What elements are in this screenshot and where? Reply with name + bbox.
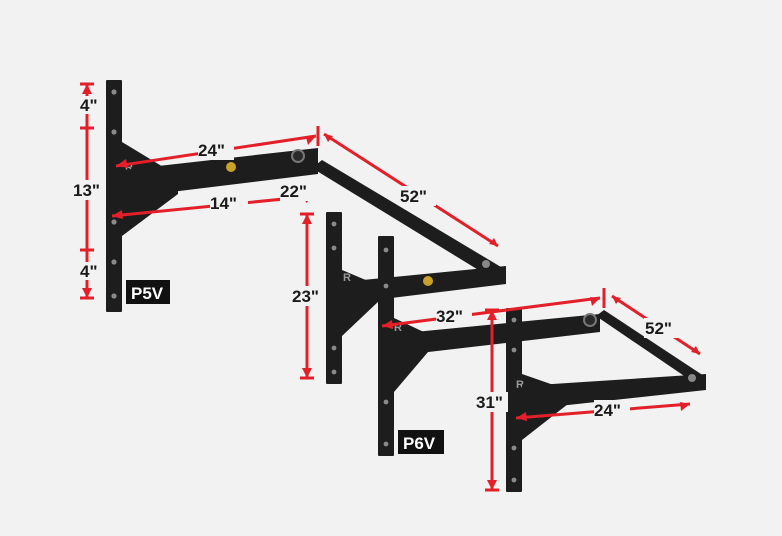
dimension-labels: 4" 13" 4" 24" 14" 22" 52" 23" 32" 52" 31… <box>73 96 680 420</box>
p5v-bar <box>312 160 506 282</box>
p6v-arm-2 <box>394 314 600 356</box>
p6v-arm-bottom-label: 24" <box>594 401 621 420</box>
p5v-arm-top-label: 24" <box>198 141 225 160</box>
p5v-rack: R <box>106 80 506 312</box>
svg-text:R: R <box>125 162 133 174</box>
p5v-arm-bottom-label: 14" <box>210 194 237 213</box>
p5v-bottom-offset-label: 4" <box>80 262 98 281</box>
p5v-post-spacing-label: 13" <box>73 181 100 200</box>
p5v-badge: P5V <box>126 280 170 304</box>
p6v-bar <box>596 310 704 384</box>
p5v-arm-hole <box>226 162 236 172</box>
p6v-badge-label: P6V <box>403 434 436 453</box>
p6v-arm-3 <box>522 374 706 410</box>
p6v-arm-1 <box>342 266 506 304</box>
p6v-post-3 <box>506 308 522 492</box>
p6v-post-1 <box>326 212 342 384</box>
p6v-arm-top-label: 32" <box>436 307 463 326</box>
svg-text:R: R <box>343 272 351 284</box>
p5v-bolts <box>111 89 117 299</box>
p6v-badge: P6V <box>398 430 444 454</box>
svg-text:R: R <box>516 379 524 391</box>
p6v-post-2 <box>378 236 394 456</box>
p5v-top-offset-label: 4" <box>80 96 98 115</box>
p6v-rack: R R R <box>326 212 706 492</box>
p6v-post-height-2-label: 31" <box>476 393 503 412</box>
p5v-bar-span-label: 22" <box>280 182 307 201</box>
p5v-arm <box>122 148 318 198</box>
p5v-bar-length-label: 52" <box>400 187 427 206</box>
p5v-badge-label: P5V <box>131 284 164 303</box>
p5v-wall-plate <box>106 80 122 312</box>
svg-text:R: R <box>394 322 402 334</box>
p6v-post-height-label: 23" <box>292 287 319 306</box>
p6v-bar-length-label: 52" <box>645 319 672 338</box>
